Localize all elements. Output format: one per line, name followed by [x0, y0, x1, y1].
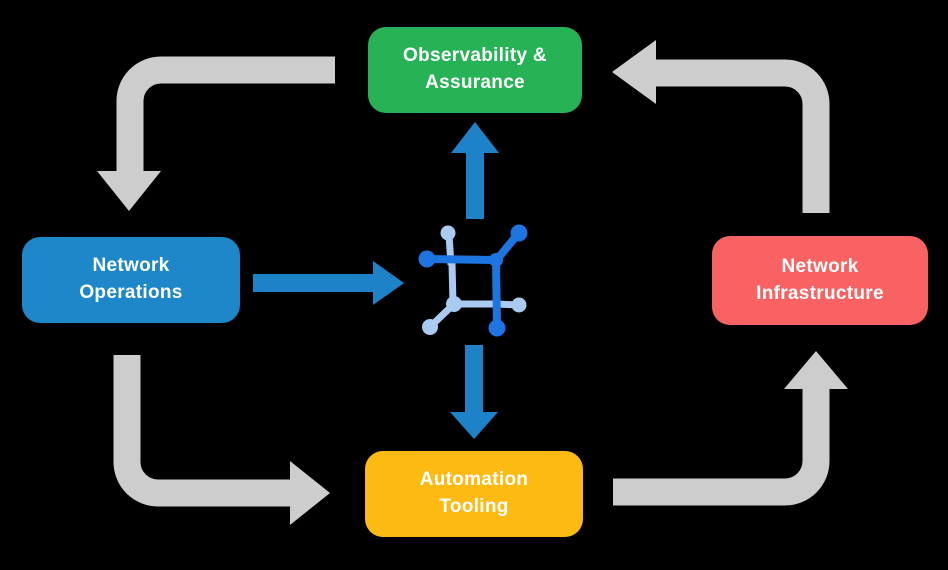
cycle-arrow-infrastructure-to-observability	[612, 40, 830, 213]
arrow-head	[450, 412, 498, 439]
cycle-arrow-operations-to-automation	[113, 355, 330, 525]
node-network-operations: Network Operations	[22, 237, 240, 323]
network-hub-icon	[418, 224, 528, 337]
node-label-line: Observability &	[403, 45, 547, 67]
cycle-arrow-automation-to-infrastructure	[613, 351, 848, 506]
arrow-shaft	[253, 274, 373, 292]
arrow-head	[373, 261, 404, 305]
node-label-line: Operations	[79, 282, 183, 303]
arrow-head	[612, 40, 656, 104]
arrow-shaft	[116, 56, 335, 172]
arrow-head	[97, 171, 161, 211]
arrow-shaft	[465, 345, 483, 413]
hub-icon-dark-parts	[418, 224, 528, 337]
node-label-line: Tooling	[439, 496, 509, 517]
arrow-head	[784, 351, 848, 389]
hub-arrow-hub-to-observability	[451, 122, 499, 219]
node-observability-assurance: Observability & Assurance	[368, 27, 582, 113]
arrow-shaft	[466, 152, 484, 219]
arrow-shaft	[613, 388, 830, 506]
arrow-shaft	[656, 59, 830, 213]
node-network-infrastructure: Network Infrastructure	[712, 236, 928, 325]
cycle-arrow-observability-to-operations	[97, 56, 335, 211]
node-label-line: Automation	[419, 469, 529, 491]
arrow-shaft	[113, 355, 290, 507]
hub-arrow-hub-to-automation	[450, 345, 498, 439]
node-label-line: Network	[781, 255, 859, 277]
hub-arrow-operations-to-hub	[253, 261, 404, 305]
node-label-line: Network	[92, 255, 170, 277]
node-label-line: Assurance	[425, 72, 525, 93]
node-automation-tooling: Automation Tooling	[365, 451, 583, 537]
node-label-line: Infrastructure	[756, 282, 884, 304]
hub-icon-light-parts	[422, 225, 527, 335]
arrow-head	[451, 122, 499, 153]
arrow-head	[290, 461, 330, 525]
